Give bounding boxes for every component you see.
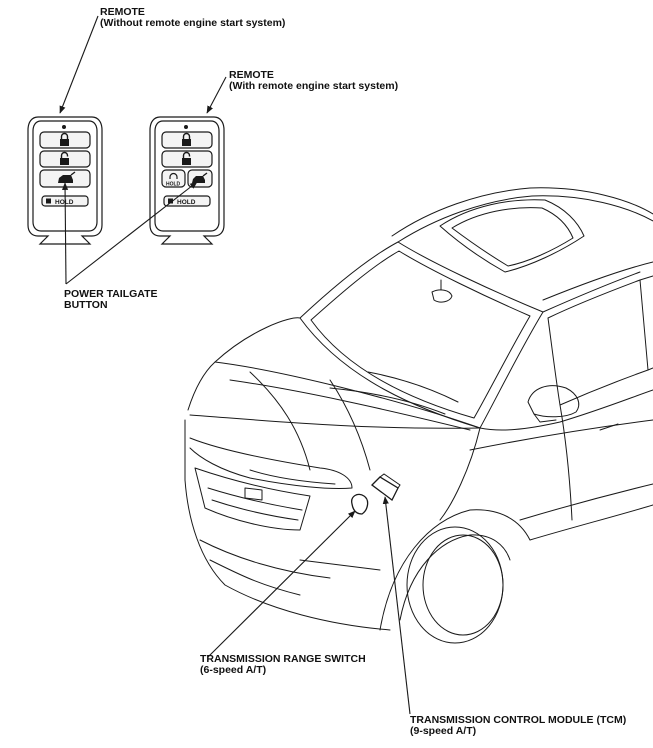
fob2-remote-start-hold-label: HOLD [166, 182, 181, 188]
label-transmission-range-switch: TRANSMISSION RANGE SWITCH (6-speed A/T) [200, 654, 366, 676]
tcm-part-detail [379, 473, 401, 489]
label-remote-without-line2: (Without remote engine start system) [100, 17, 286, 29]
vehicle-illustration [184, 187, 653, 644]
leader-remote-without [59, 15, 99, 114]
label-power-tailgate-button: POWER TAILGATE BUTTON [64, 289, 158, 311]
leader-lines [59, 15, 411, 715]
fob1-hold-label: HOLD [55, 199, 74, 206]
label-tcm-line1: TRANSMISSION CONTROL MODULE (TCM) [410, 714, 627, 726]
label-trs-line1: TRANSMISSION RANGE SWITCH [200, 653, 366, 665]
unlock-icon [60, 151, 69, 165]
remote-without-start: HOLD [27, 116, 103, 245]
lock-icon [60, 132, 69, 146]
panic-hold-icon [46, 198, 51, 204]
remote-with-start: HOLD HOLD [149, 116, 225, 245]
label-remote-with-line1: REMOTE [229, 69, 274, 81]
label-remote-without-line1: REMOTE [100, 6, 145, 18]
fob2-hold-label: HOLD [177, 199, 196, 206]
label-power-tailgate-line2: BUTTON [64, 299, 108, 311]
leader-remote-with [206, 76, 227, 114]
label-trs-line2: (6-speed A/T) [200, 664, 267, 676]
range-switch-part [351, 493, 369, 515]
leader-range-switch [207, 510, 356, 658]
label-tcm: TRANSMISSION CONTROL MODULE (TCM) (9-spe… [410, 715, 626, 737]
label-remote-with-line2: (With remote engine start system) [229, 80, 399, 92]
unlock-icon [182, 151, 191, 165]
leader-tcm [382, 496, 411, 715]
label-tcm-line2: (9-speed A/T) [410, 725, 477, 737]
label-power-tailgate-line1: POWER TAILGATE [64, 288, 158, 300]
panic-hold-icon [168, 198, 173, 204]
lock-icon [182, 132, 191, 146]
leader-tailgate-fob2 [65, 181, 198, 285]
remote-start-icon [169, 172, 178, 179]
label-remote-without-start: REMOTE (Without remote engine start syst… [100, 7, 285, 29]
leader-tailgate-fob1 [61, 182, 69, 285]
tailgate-icon [192, 172, 208, 183]
fob2-remote-start-button[interactable] [161, 169, 186, 188]
tailgate-icon [58, 171, 76, 183]
label-remote-with-start: REMOTE (With remote engine start system) [229, 70, 398, 92]
